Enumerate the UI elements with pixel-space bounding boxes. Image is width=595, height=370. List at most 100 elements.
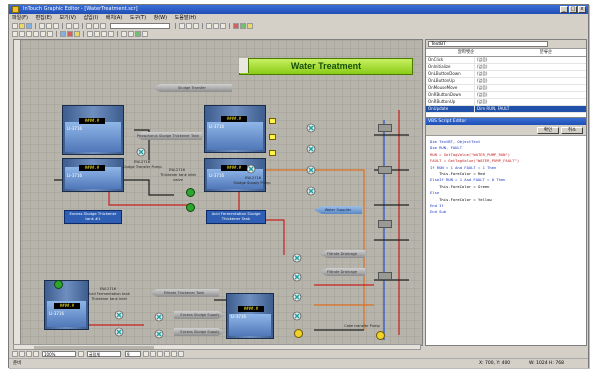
fill-color-icon[interactable] (60, 31, 66, 37)
font-combo[interactable]: 굴림체 (87, 351, 121, 357)
filtrate-pump-4[interactable] (292, 311, 302, 321)
filtrate-pump-3[interactable] (292, 292, 302, 302)
feed-pump-4[interactable] (306, 186, 316, 196)
acid-pump-2[interactable] (114, 327, 124, 337)
menu-window[interactable]: 창(W) (153, 15, 168, 21)
underline-icon[interactable] (157, 351, 163, 357)
menu-edit[interactable]: 편집(E) (35, 15, 52, 21)
menu-help[interactable]: 도움말(H) (174, 15, 197, 21)
tank-2[interactable]: ####.# LI-3716 (62, 158, 124, 192)
property-row[interactable]: OnLButtonDown(없음) (426, 71, 586, 78)
align-right-icon[interactable] (220, 23, 226, 29)
inlet-valve-2[interactable] (186, 203, 195, 212)
menu-insert[interactable]: 삽입(I) (83, 15, 99, 21)
bold-icon[interactable] (143, 351, 149, 357)
tank-6[interactable]: ####.# LI-3716 (226, 293, 274, 339)
filtrate-pump-1[interactable] (292, 253, 302, 263)
font-size-combo[interactable]: 9 (125, 351, 141, 357)
zoom-combo[interactable]: 100% (42, 351, 76, 357)
tab-alphabetical[interactable]: 알파벳순 (457, 50, 475, 55)
sludge-transfer-pump[interactable] (136, 147, 146, 157)
save-icon[interactable] (26, 23, 32, 29)
last-page-icon[interactable] (33, 351, 39, 357)
cake-pump-valve[interactable] (294, 329, 303, 338)
text-color-icon[interactable] (74, 31, 80, 37)
copy-icon[interactable] (46, 23, 52, 29)
group-icon[interactable] (87, 31, 93, 37)
flip-icon[interactable] (128, 31, 134, 37)
new-icon[interactable] (12, 23, 18, 29)
acid-tank-valve[interactable] (54, 280, 63, 289)
back-icon[interactable] (108, 31, 114, 37)
underline-icon[interactable] (193, 23, 199, 29)
symbol-icon[interactable] (135, 31, 141, 37)
next-page-icon[interactable] (26, 351, 32, 357)
minimize-button[interactable]: _ (560, 6, 568, 13)
filtrate-pump-2[interactable] (292, 272, 302, 282)
inlet-valve-1[interactable] (186, 188, 195, 197)
menu-tools[interactable]: 도구(T) (129, 15, 147, 21)
tank-5[interactable]: ####.# LI-3716 (44, 280, 89, 330)
tank-4[interactable]: ####.# LI-3716 (204, 158, 266, 192)
menu-arrange[interactable]: 배치(A) (105, 15, 123, 21)
fit-icon[interactable] (78, 351, 84, 357)
open-icon[interactable] (19, 23, 25, 29)
cancel-button[interactable]: 취소 (561, 126, 583, 134)
excess-pump-2[interactable] (154, 329, 164, 339)
tank-3[interactable]: ####.# LI-3716 (204, 105, 266, 153)
property-row[interactable]: OnLButtonUp(없음) (426, 78, 586, 85)
italic-icon[interactable] (150, 351, 156, 357)
sludge-supply-pump[interactable] (246, 164, 256, 174)
ungroup-icon[interactable] (94, 31, 100, 37)
scroll-thumb[interactable] (34, 346, 154, 349)
italic-icon[interactable] (186, 23, 192, 29)
horizontal-scrollbar[interactable] (13, 344, 421, 350)
run-icon[interactable] (233, 23, 239, 29)
zoom-in-icon[interactable] (86, 23, 92, 29)
align-center-icon[interactable] (213, 23, 219, 29)
line-icon[interactable] (26, 31, 32, 37)
feed-pump-3[interactable] (306, 165, 316, 175)
prev-page-icon[interactable] (19, 351, 25, 357)
front-icon[interactable] (101, 31, 107, 37)
paste-icon[interactable] (53, 23, 59, 29)
property-row[interactable]: OnMouseMove(없음) (426, 85, 586, 92)
bold-icon[interactable] (179, 23, 185, 29)
script-code-area[interactable]: Dim TextBT, ObjectText Dim RUN, FAULT RU… (426, 136, 586, 219)
property-row[interactable]: OnRButtonUp(없음) (426, 99, 586, 106)
text-icon[interactable] (19, 31, 25, 37)
distribute-icon[interactable] (171, 351, 177, 357)
menu-file[interactable]: 파일(F) (12, 15, 28, 21)
align-icon[interactable] (164, 351, 170, 357)
layer-combo[interactable] (110, 23, 170, 29)
snap-icon[interactable] (178, 351, 184, 357)
bitmap-icon[interactable] (142, 31, 148, 37)
undo-icon[interactable] (66, 23, 72, 29)
ok-button[interactable]: 확인 (537, 126, 559, 134)
tank-1[interactable]: ####.# LI-3716 (62, 105, 124, 155)
feed-pump-2[interactable] (306, 144, 316, 154)
menu-view[interactable]: 보기(V) (59, 15, 76, 21)
acid-pump-1[interactable] (114, 310, 124, 320)
align-left-icon[interactable] (206, 23, 212, 29)
redo-icon[interactable] (73, 23, 79, 29)
cut-icon[interactable] (39, 23, 45, 29)
property-row[interactable]: OnRButtonDown(없음) (426, 92, 586, 99)
excess-pump-1[interactable] (154, 312, 164, 322)
zoom-out-icon[interactable] (93, 23, 99, 29)
print-icon[interactable] (100, 23, 106, 29)
ellipse-icon[interactable] (40, 31, 46, 37)
polygon-icon[interactable] (47, 31, 53, 37)
first-page-icon[interactable] (12, 351, 18, 357)
drawing-canvas[interactable]: Water Treatment (13, 39, 423, 346)
stop-icon[interactable] (240, 23, 246, 29)
maximize-button[interactable]: □ (569, 6, 577, 13)
close-button[interactable]: x (578, 6, 586, 13)
feed-pump-1[interactable] (306, 123, 316, 133)
property-row[interactable]: OnInitialize(없음) (426, 64, 586, 71)
property-row[interactable]: OnClick(없음) (426, 57, 586, 64)
tab-categorized[interactable]: 분류순 (539, 50, 553, 55)
cake-outlet-valve[interactable] (376, 331, 385, 340)
rectangle-icon[interactable] (33, 31, 39, 37)
